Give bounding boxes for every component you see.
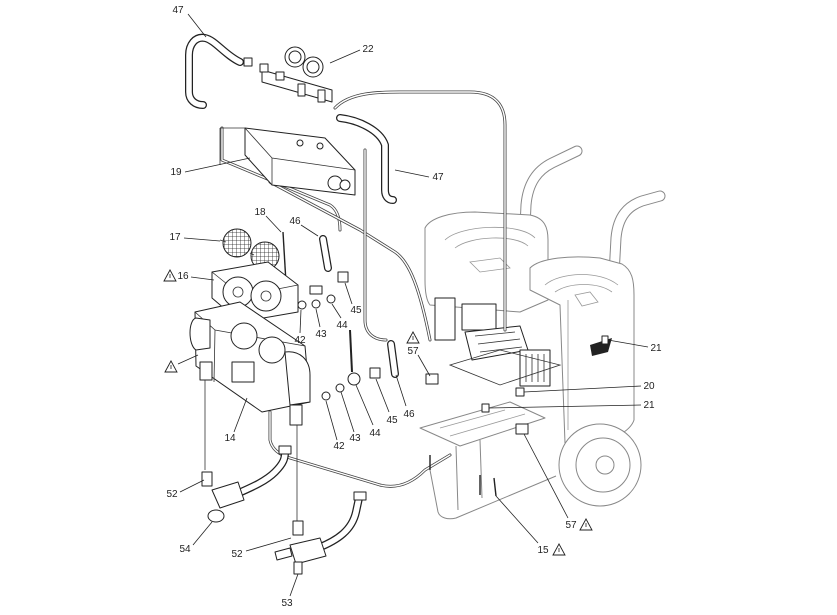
callout-47-right: 47: [432, 172, 444, 183]
callout-42-upper: 42: [294, 335, 306, 346]
callout-46-lower: 46: [403, 409, 415, 420]
cart-fittings: [425, 335, 609, 497]
callout-57-lower: 57: [565, 520, 577, 531]
warning-triangle-icon: [163, 269, 177, 282]
callout-21-lower: 21: [643, 400, 655, 411]
callout-20: 20: [643, 381, 655, 392]
callout-43-lower: 43: [349, 433, 361, 444]
callout-16: 16: [177, 271, 189, 282]
callout-57-upper: 57: [407, 346, 419, 357]
callout-45-lower: 45: [386, 415, 398, 426]
pump-14: [189, 301, 311, 522]
callout-18: 18: [254, 207, 266, 218]
callout-labels: 47 22 19 47 18 46 17 16 45 42 43 44 57 2…: [166, 5, 662, 609]
callout-45-upper: 45: [350, 305, 362, 316]
control-panel: [434, 297, 562, 387]
leader-lines: [177, 13, 649, 597]
warning-triangle-icon: [164, 360, 178, 373]
warning-triangle-icon: [579, 518, 593, 531]
warning-triangle-icon: [552, 543, 566, 556]
callout-43-upper: 43: [315, 329, 327, 340]
callout-22: 22: [362, 44, 374, 55]
callout-21-upper: 21: [650, 343, 662, 354]
left-tank: [424, 211, 549, 313]
callout-42-lower: 42: [333, 441, 345, 452]
callout-19: 19: [170, 167, 182, 178]
inlet-left: [201, 445, 292, 523]
hose-47-right: [336, 114, 397, 204]
warning-triangle-icon: [406, 331, 420, 344]
cables: [220, 90, 507, 488]
callout-14: 14: [224, 433, 236, 444]
wheel: [558, 423, 642, 507]
callout-52-left: 52: [166, 489, 178, 500]
fittings-lower: [321, 329, 399, 401]
callout-44-lower: 44: [369, 428, 381, 439]
callout-17: 17: [169, 232, 181, 243]
callout-46-upper: 46: [289, 216, 301, 227]
callout-44-upper: 44: [336, 320, 348, 331]
callout-15: 15: [537, 545, 549, 556]
callout-52-right: 52: [231, 549, 243, 560]
callout-47-top: 47: [172, 5, 184, 16]
fittings-upper: [297, 235, 349, 310]
gauge-manifold-22: [243, 46, 333, 103]
back-plate: [419, 401, 546, 447]
heat-exchanger-19: [219, 127, 356, 196]
callout-54: 54: [179, 544, 191, 555]
cart-frame: [419, 145, 666, 520]
inlet-right: [274, 491, 367, 575]
callout-53: 53: [281, 598, 293, 609]
hose-47-left: [185, 33, 244, 109]
